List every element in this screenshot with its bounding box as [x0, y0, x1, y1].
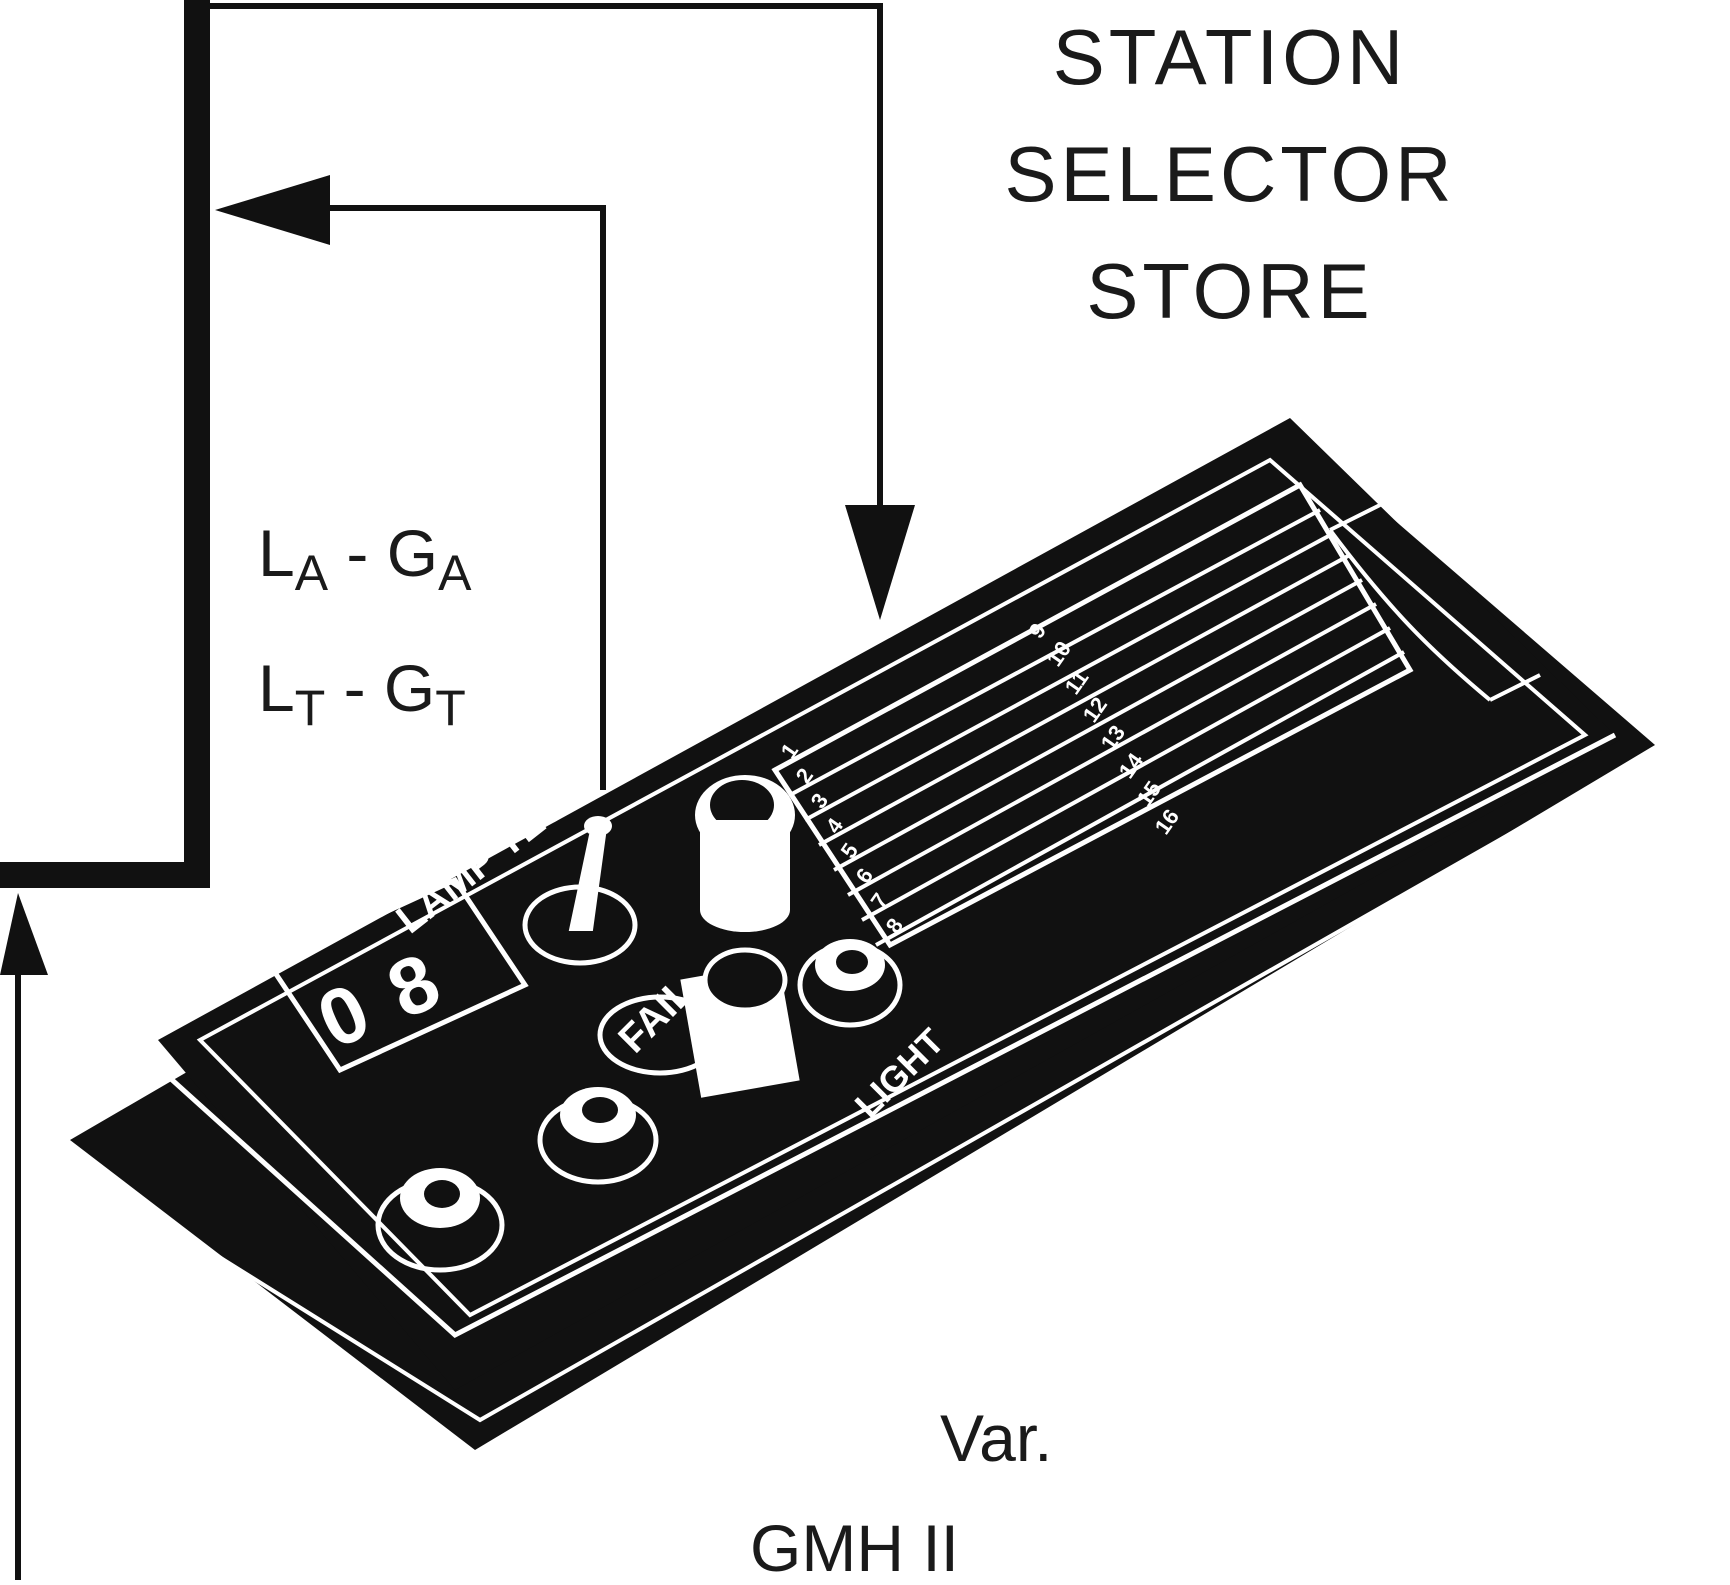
push-button-light [797, 939, 903, 1028]
station-rows [789, 508, 1405, 947]
device-base-edge [78, 758, 1641, 1423]
signal-2-b-sub: T [435, 680, 466, 736]
push-button-reset [375, 1168, 505, 1273]
station-strip [771, 481, 1414, 949]
caption-line-1: Var. [940, 1401, 1053, 1475]
signal-label-1: LA - GA [258, 520, 471, 598]
knurled-knob-bottom [597, 947, 800, 1098]
signal-1-a-sub: A [294, 545, 329, 601]
device-housing-edge [148, 732, 1617, 1339]
arrow-down-into-device [845, 505, 915, 620]
signal-1-b: G [386, 516, 439, 590]
title-line-2: SELECTOR [1004, 130, 1456, 218]
return-line [320, 205, 606, 790]
arrow-left-into-frame [215, 175, 330, 245]
signal-label-2: LT - GT [258, 655, 466, 733]
caption-line-2: GMH II [750, 1511, 959, 1585]
signal-2-b: G [383, 651, 436, 725]
arrow-up-into-frame [0, 893, 48, 975]
signal-2-sep: - [325, 651, 384, 725]
lamp-test-toggle-tip [584, 816, 612, 836]
lamp-test-toggle [568, 834, 607, 931]
signal-2-a-sub: T [294, 680, 326, 736]
signal-1-sep: - [328, 516, 387, 590]
signal-2-a: L [258, 651, 295, 725]
push-button-fail [537, 1087, 659, 1185]
device-scoop [1328, 503, 1541, 702]
knurled-knob-top [695, 775, 795, 932]
signal-1-a: L [258, 516, 295, 590]
thick-frame-line [0, 0, 210, 888]
signal-1-b-sub: A [438, 545, 472, 601]
title-line-3: STORE [1086, 247, 1374, 335]
digit-window-frame [266, 876, 529, 1074]
selector-line [197, 3, 883, 525]
station-selector-device [70, 418, 1655, 1450]
title-line-1: STATION [1052, 13, 1408, 101]
